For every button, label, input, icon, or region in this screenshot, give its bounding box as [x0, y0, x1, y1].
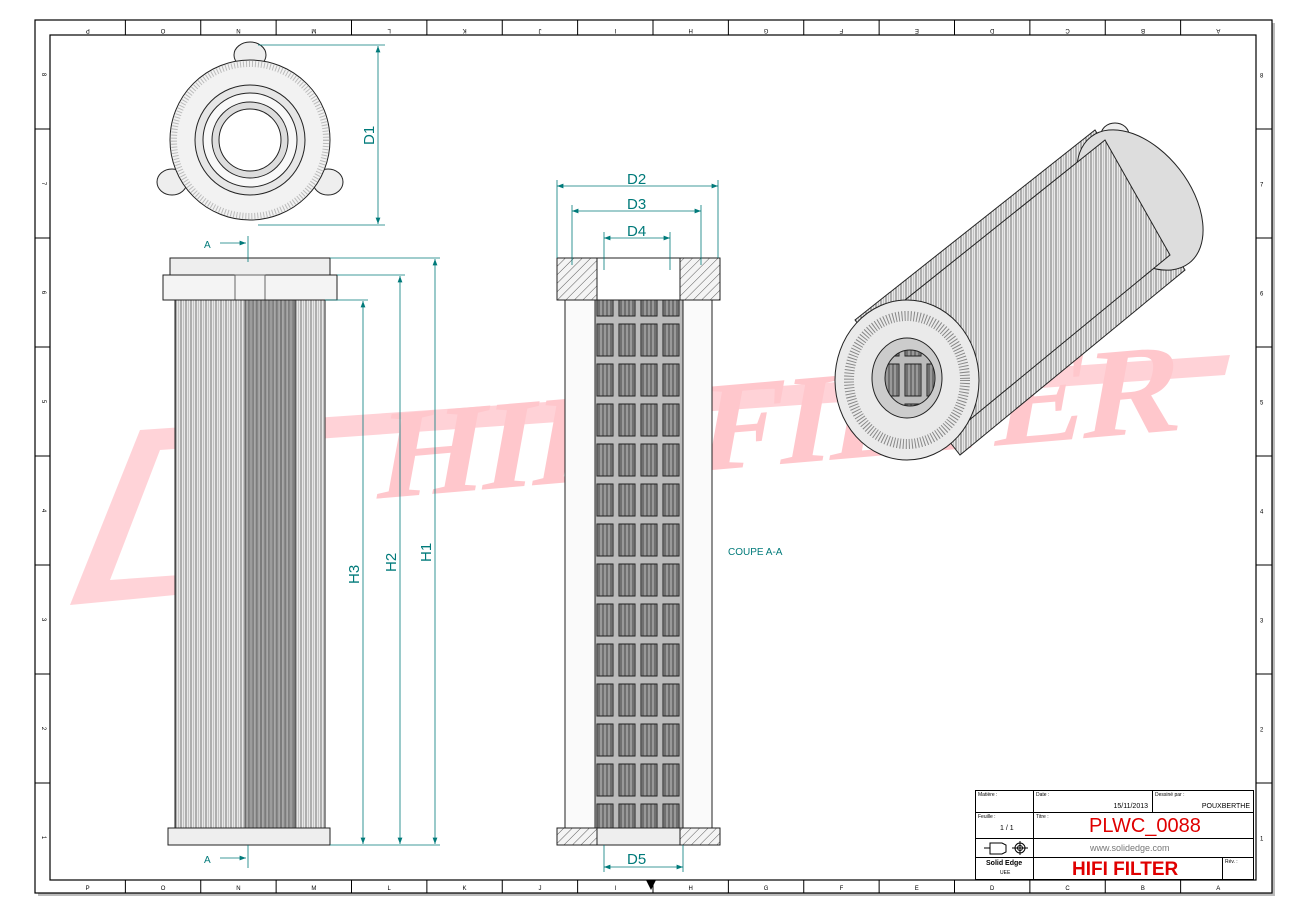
material-label: Matière :	[978, 792, 998, 798]
zone-col-label-top: B	[1141, 27, 1145, 33]
dim-d3: D3	[627, 196, 646, 213]
zone-row-label-right: 6	[1260, 292, 1264, 298]
center-mark-icon	[646, 880, 656, 890]
zone-row-label-left: 4	[40, 509, 46, 513]
front-view	[162, 257, 338, 846]
material-cell: Matière :	[976, 791, 1034, 813]
zone-col-label-bottom: O	[161, 886, 166, 892]
units: UEE	[1000, 870, 1011, 876]
zone-col-label-bottom: I	[614, 886, 616, 892]
zone-col-label-bottom: C	[1065, 886, 1070, 892]
zone-row-label-left: 8	[40, 73, 46, 77]
zone-col-label-bottom: N	[236, 886, 240, 892]
zone-col-label-top: C	[1065, 27, 1070, 33]
zone-col-label-bottom: B	[1141, 886, 1145, 892]
zone-col-label-top: O	[160, 27, 165, 33]
dim-h1: H1	[418, 543, 435, 562]
zone-col-label-top: P	[86, 27, 90, 33]
zone-row-label-right: 4	[1260, 510, 1264, 516]
dimension-lines	[220, 44, 719, 872]
rev-label: Rév. :	[1225, 859, 1238, 865]
zone-row-label-right: 5	[1260, 401, 1264, 407]
sheet-cell: Feuille : 1 / 1	[976, 813, 1034, 839]
section-marker-top: A	[204, 240, 211, 251]
drawing-title: PLWC_0088	[1089, 815, 1201, 837]
zone-row-label-left: 6	[40, 291, 46, 295]
drawn-by-value: POUXBERTHE	[1201, 803, 1250, 810]
software-name: Solid Edge	[986, 860, 1023, 867]
sheet-label: Feuille :	[978, 814, 996, 820]
zone-col-label-top: M	[311, 27, 316, 33]
isometric-view	[834, 122, 1204, 461]
section-view	[556, 257, 721, 846]
sheet-value: 1 / 1	[1000, 825, 1014, 832]
zone-col-label-bottom: L	[388, 886, 392, 892]
zone-col-label-bottom: D	[990, 886, 995, 892]
date-label: Date :	[1036, 792, 1050, 798]
zone-col-label-bottom: G	[764, 886, 769, 892]
company-cell: HIFI FILTER	[1034, 858, 1223, 880]
border-zone-labels: P P O O N N M M L L K K J J I I H H G G F F E E D D C C B B A A 8 8 7 7 6 6 5 5…	[35, 20, 1272, 893]
zone-col-label-bottom: A	[1216, 886, 1220, 892]
company-name: HIFI FILTER	[1072, 859, 1179, 880]
zone-row-label-left: 2	[40, 727, 46, 731]
projection-symbol-icon	[984, 841, 1028, 855]
date-value: 15/11/2013	[1113, 803, 1148, 810]
dimension-labels: D1 D2 D3 D4 D5 H1 H2 H3 A A COUPE A-A	[204, 126, 783, 868]
zone-row-label-right: 2	[1260, 728, 1264, 734]
dim-d5: D5	[627, 851, 646, 868]
zone-col-label-top: K	[463, 27, 467, 33]
zone-col-label-bottom: P	[86, 886, 90, 892]
title-cell: Titre : PLWC_0088	[1034, 813, 1254, 839]
zone-col-label-bottom: M	[311, 886, 316, 892]
zone-col-label-top: G	[763, 27, 768, 33]
dim-d2: D2	[627, 171, 646, 188]
dim-d4: D4	[627, 223, 646, 240]
zone-row-label-left: 5	[40, 400, 46, 404]
zone-col-label-top: H	[689, 27, 693, 33]
section-label: COUPE A-A	[728, 547, 783, 558]
title-label: Titre :	[1036, 814, 1049, 820]
zone-row-label-right: 3	[1260, 619, 1264, 625]
website-text: www.solidedge.com	[1090, 843, 1170, 853]
dim-h3: H3	[346, 565, 363, 584]
dim-d1: D1	[361, 126, 378, 145]
rev-cell: Rév. :	[1223, 858, 1254, 879]
zone-col-label-top: L	[387, 27, 391, 33]
zone-row-label-left: 7	[40, 182, 46, 186]
drawn-by-label: Dessiné par :	[1155, 792, 1185, 798]
zone-col-label-bottom: F	[840, 886, 844, 892]
dim-h2: H2	[383, 553, 400, 572]
zone-col-label-top: D	[989, 27, 994, 33]
zone-row-label-left: 1	[40, 836, 46, 840]
top-view	[156, 41, 344, 221]
projection-symbol-cell	[976, 839, 1034, 858]
zone-col-label-bottom: K	[463, 886, 467, 892]
zone-col-label-bottom: E	[915, 886, 919, 892]
zone-col-label-top: F	[839, 27, 843, 33]
website-cell: www.solidedge.com	[1034, 839, 1254, 858]
zone-col-label-top: E	[915, 27, 919, 33]
zone-col-label-top: J	[538, 27, 541, 33]
zone-col-label-top: I	[614, 27, 616, 33]
zone-row-label-right: 7	[1260, 183, 1264, 189]
section-marker-bottom: A	[204, 855, 211, 866]
zone-col-label-top: A	[1216, 27, 1220, 33]
zone-row-label-right: 1	[1260, 837, 1264, 843]
title-block: Matière : Date : 15/11/2013 Dessiné par :…	[975, 790, 1254, 880]
zone-col-label-top: N	[236, 27, 240, 33]
zone-col-label-bottom: H	[689, 886, 693, 892]
zone-col-label-bottom: J	[538, 886, 541, 892]
drawn-by-cell: Dessiné par : POUXBERTHE	[1153, 791, 1254, 813]
zone-row-label-left: 3	[40, 618, 46, 622]
zone-row-label-right: 8	[1260, 74, 1264, 80]
date-cell: Date : 15/11/2013	[1034, 791, 1153, 813]
